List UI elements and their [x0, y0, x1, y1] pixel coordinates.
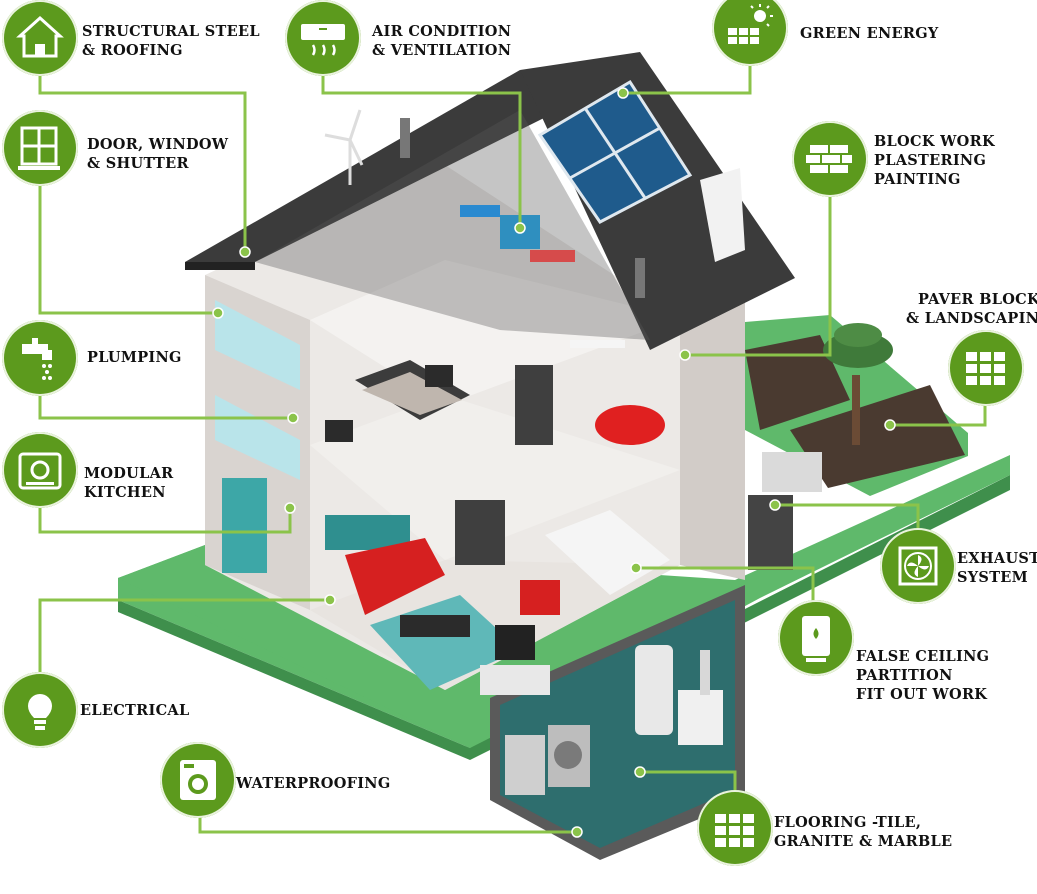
badge-false-ceiling [778, 600, 854, 676]
connector-false-ceiling [636, 566, 815, 600]
label-line: FLOORING -TILE, [774, 814, 922, 831]
boiler-icon [802, 616, 830, 662]
dot-waterproofing [571, 826, 583, 838]
dot-modular-kitchen [284, 502, 296, 514]
badge-plumping [2, 320, 78, 396]
label-line: PAVER BLOCK [917, 291, 1037, 308]
label-line: AIR CONDITION [372, 23, 512, 40]
dot-plumping [287, 412, 299, 424]
wind-turbine [324, 109, 364, 185]
washing-machine-icon [180, 760, 216, 800]
badge-modular-kitchen [2, 432, 78, 508]
basement [490, 585, 745, 860]
label-line: EXHAUST [957, 550, 1037, 567]
faucet-icon [22, 338, 52, 380]
label-block-work: BLOCK WORK PLASTERING PAINTING [874, 132, 995, 189]
label-line: SYSTEM [957, 569, 1028, 586]
label-line: WATERPROOFING [236, 775, 391, 792]
label-line: KITCHEN [84, 484, 166, 501]
dot-air-condition [514, 222, 526, 234]
badge-waterproofing [160, 742, 236, 818]
connector-exhaust-system [775, 503, 920, 528]
tree [823, 323, 893, 445]
dot-structural-steel [239, 246, 251, 258]
label-false-ceiling: FALSE CEILING PARTITION FIT OUT WORK [856, 647, 989, 704]
label-line: FALSE CEILING [856, 648, 990, 665]
label-line: ELECTRICAL [80, 702, 190, 719]
dot-block-work [679, 349, 691, 361]
badge-exhaust-system [880, 528, 956, 604]
chimney [400, 118, 745, 298]
connector-block-work [685, 195, 832, 357]
label-paver-block: PAVER BLOCK & LANDSCAPING [906, 290, 1037, 328]
label-line: PLUMPING [87, 349, 182, 366]
label-line: STRUCTURAL STEEL [82, 23, 260, 40]
badge-structural-steel [2, 0, 78, 76]
dot-green-energy [617, 87, 629, 99]
window-icon [18, 126, 60, 170]
brick-wall-icon [806, 145, 852, 173]
dot-electrical [324, 594, 336, 606]
connector-electrical [38, 598, 330, 672]
badge-paver-block [948, 330, 1024, 406]
connector-dots [212, 87, 896, 838]
label-line: DOOR, WINDOW [87, 136, 229, 153]
label-line: & SHUTTER [87, 155, 189, 172]
badge-block-work [792, 121, 868, 197]
label-exhaust-system: EXHAUST SYSTEM [957, 549, 1037, 587]
connector-structural-steel [38, 76, 247, 248]
connector-green-energy [623, 60, 752, 95]
label-line: BLOCK WORK [874, 133, 995, 150]
label-door-window: DOOR, WINDOW & SHUTTER [87, 135, 228, 173]
label-line: PAINTING [874, 171, 961, 188]
connector-plumping [38, 395, 293, 420]
label-air-condition: AIR CONDITION & VENTILATION [372, 22, 511, 60]
label-line: PARTITION [856, 667, 953, 684]
stove-icon [18, 452, 62, 490]
badge-electrical [2, 672, 78, 748]
exhaust-fan-icon [898, 546, 938, 586]
tile-grid-icon [715, 814, 754, 847]
connector-modular-kitchen [38, 508, 292, 534]
label-line: GREEN ENERGY [800, 25, 939, 42]
label-modular-kitchen: MODULAR KITCHEN [84, 464, 174, 502]
solar-panels [537, 79, 693, 224]
label-structural-steel: STRUCTURAL STEEL & ROOFING [82, 22, 260, 60]
dot-exhaust-system [769, 499, 781, 511]
house-icon [16, 15, 64, 58]
label-line: & LANDSCAPING [906, 310, 1037, 327]
connector-door-window [38, 185, 218, 315]
badge-door-window [2, 110, 78, 186]
label-electrical: ELECTRICAL [80, 701, 189, 720]
label-line: & VENTILATION [372, 42, 512, 59]
solar-panel-icon [728, 4, 773, 44]
label-waterproofing: WATERPROOFING [236, 774, 391, 793]
connector-flooring [640, 770, 737, 790]
label-plumping: PLUMPING [87, 348, 182, 367]
label-line: PLASTERING [874, 152, 987, 169]
badge-flooring [697, 790, 773, 866]
label-line: & ROOFING [82, 42, 183, 59]
label-flooring: FLOORING -TILE, GRANITE & MARBLE [774, 813, 952, 851]
furniture [222, 340, 670, 695]
paver-grid-icon [966, 352, 1005, 385]
dot-paver-block [884, 419, 896, 431]
air-conditioner-icon [301, 24, 345, 56]
light-bulb-icon [28, 694, 52, 730]
connector-paver-block [890, 405, 987, 427]
ventilation-duct [460, 205, 575, 262]
label-line: FIT OUT WORK [856, 686, 988, 703]
connector-air-condition [321, 76, 522, 225]
label-green-energy: GREEN ENERGY [800, 24, 939, 43]
dot-door-window [212, 307, 224, 319]
dot-false-ceiling [630, 562, 642, 574]
label-line: GRANITE & MARBLE [774, 833, 953, 850]
badge-air-condition [285, 0, 361, 76]
label-line: MODULAR [84, 465, 174, 482]
badge-green-energy [712, 0, 788, 66]
dot-flooring [634, 766, 646, 778]
